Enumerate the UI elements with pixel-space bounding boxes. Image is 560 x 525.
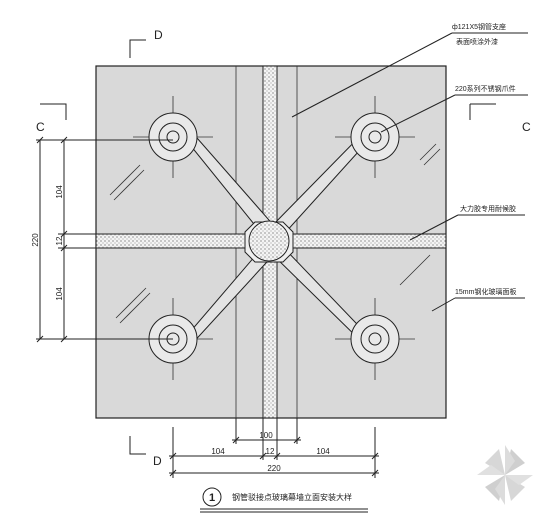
- svg-text:D: D: [154, 28, 163, 42]
- glass-reflection-marks: [109, 143, 441, 324]
- dim-left-bottom: 104: [55, 287, 64, 301]
- callout-leader-4: [431, 297, 456, 312]
- dim-left-top: 104: [55, 185, 64, 199]
- title-number: 1: [209, 492, 215, 504]
- callout-tube-support: ф121X5钢管支座: [452, 22, 506, 31]
- dim-bottom-left: 104: [211, 447, 225, 456]
- callout-leader-3: [409, 214, 459, 241]
- svg-text:D: D: [153, 454, 162, 468]
- dim-left-mid: 12: [55, 236, 64, 245]
- section-mark-bottom-d: D: [129, 436, 162, 468]
- dim-bottom-right: 104: [316, 447, 330, 456]
- dim-bottom-total: 220: [267, 464, 281, 473]
- spider-fitting: [176, 129, 380, 347]
- drawing-title-block: 1 钢管驳接点玻璃幕墙立面安装大样: [200, 487, 368, 513]
- callout-glass-panel: 15mm钢化玻璃面板: [455, 287, 516, 296]
- callout-leader-2: [380, 94, 456, 133]
- bottom-dimension-chain: [169, 418, 379, 478]
- svg-text:C: C: [522, 120, 531, 134]
- bolt-disc-top-left: [133, 96, 213, 178]
- title-text: 钢管驳接点玻璃幕墙立面安装大样: [232, 492, 352, 502]
- callout-leader-1: [291, 32, 453, 118]
- title-number-circle: [202, 487, 222, 507]
- center-tube-circle: [248, 220, 290, 262]
- callout-tube-coating: 表面喷涂外漆: [456, 37, 498, 46]
- callout-sealant: 大力胶专用耐候胶: [460, 204, 516, 213]
- callout-spider-clamp: 220系列不锈钢爪件: [455, 84, 516, 93]
- dim-bottom-mid: 12: [266, 447, 275, 456]
- bolt-disc-bottom-right: [335, 298, 415, 380]
- dim-bottom-inner: 100: [259, 431, 273, 440]
- left-dimension-chain: [36, 136, 173, 343]
- bolt-disc-top-right: [335, 96, 415, 178]
- section-mark-top-d: D: [129, 28, 163, 58]
- pinwheel-logo-icon: [477, 445, 533, 505]
- section-mark-left-c: C: [36, 103, 67, 134]
- svg-text:C: C: [36, 120, 45, 134]
- dim-left-total: 220: [31, 233, 40, 247]
- section-mark-right-c: C: [469, 103, 531, 134]
